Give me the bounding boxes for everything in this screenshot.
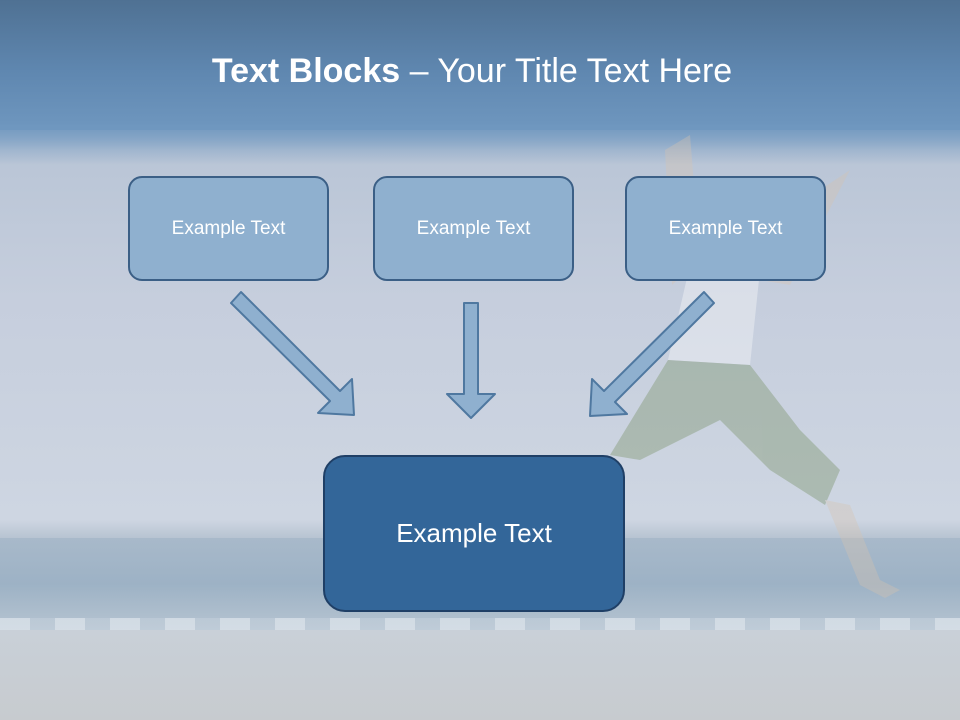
title-separator: – [400,52,438,90]
text-box-right-label: Example Text [668,217,783,239]
title-bold: Text Blocks [211,52,401,90]
arrow-right-diagonal [589,291,715,417]
title-band [0,0,960,130]
arrow-center-down [446,302,496,419]
text-box-right[interactable]: Example Text [625,176,826,281]
title-fade [0,125,960,165]
slide-title: Text Blocks – Your Title Text Here [0,52,944,91]
title-rest: Your Title Text Here [437,52,733,90]
text-box-center-label: Example Text [416,217,531,239]
text-box-center[interactable]: Example Text [373,176,574,281]
arrow-left-diagonal [230,291,355,416]
sand-background [0,630,960,720]
text-box-left[interactable]: Example Text [128,176,329,281]
text-box-left-label: Example Text [171,217,286,239]
text-box-main-label: Example Text [396,518,552,548]
text-box-main[interactable]: Example Text [323,455,625,612]
